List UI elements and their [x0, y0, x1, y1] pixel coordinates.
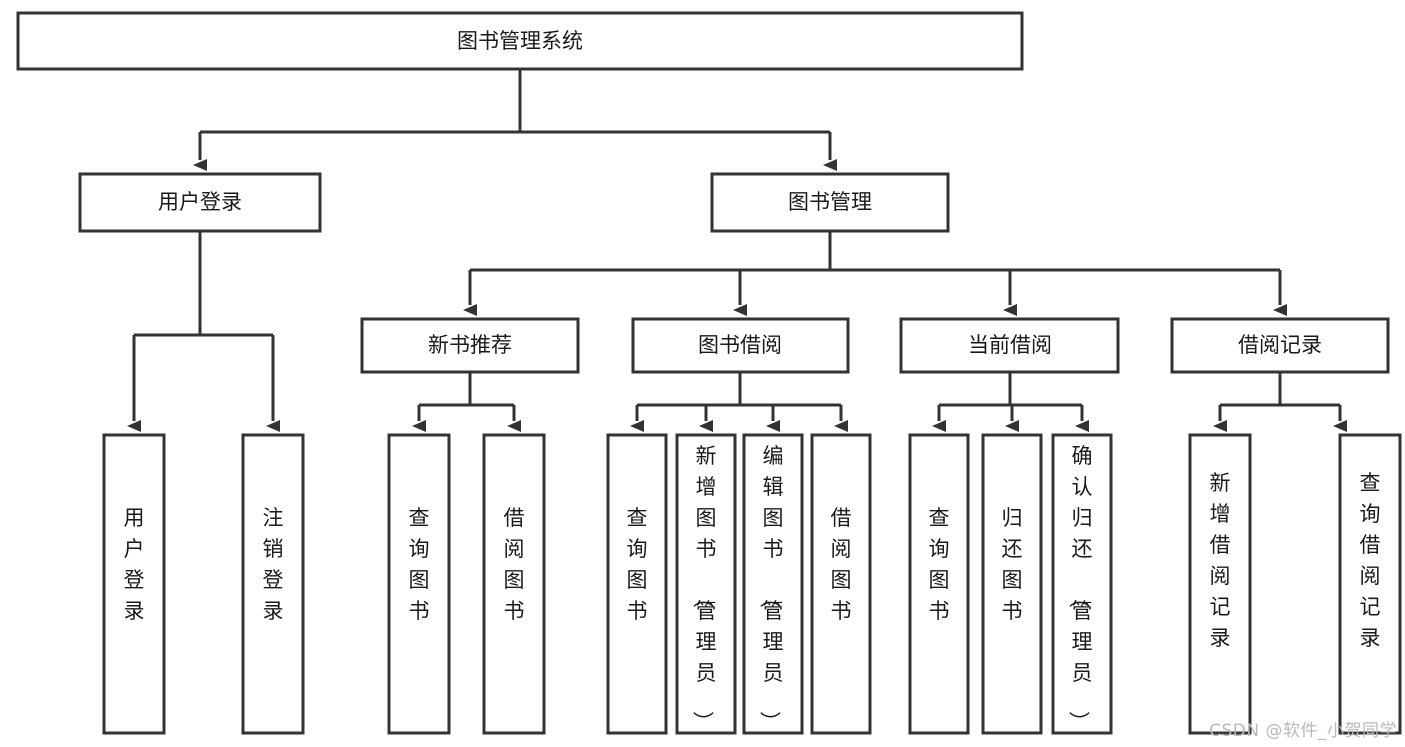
node-leaf-borrow-book-1-box[interactable]	[482, 433, 546, 735]
node-book-manage[interactable]: 图书管理	[710, 172, 950, 233]
node-book-manage-box[interactable]	[710, 172, 950, 233]
node-leaf-query-record-label: 查询借阅记录	[1360, 471, 1381, 650]
node-borrow-record-box[interactable]	[1170, 317, 1390, 374]
node-leaf-query-book-1[interactable]: 查询图书	[387, 433, 451, 735]
node-leaf-query-record-box[interactable]	[1338, 433, 1402, 735]
node-book-manage-label: 图书管理	[788, 190, 872, 214]
node-root-label: 图书管理系统	[457, 29, 583, 53]
node-root-box[interactable]	[16, 11, 1024, 71]
node-leaf-query-book-2-label: 查询图书	[627, 506, 648, 623]
node-leaf-user-login-box[interactable]	[102, 433, 166, 735]
node-leaf-user-login[interactable]: 用户登录	[102, 433, 166, 735]
node-user-login[interactable]: 用户登录	[78, 172, 322, 233]
node-leaf-return-book-box[interactable]	[981, 433, 1043, 735]
node-book-borrow-label: 图书借阅	[698, 333, 782, 357]
node-leaf-add-book-label: 新增图书（管理员）	[691, 444, 717, 732]
node-new-book-recommend[interactable]: 新书推荐	[360, 317, 580, 374]
watermark-csdn: CSDN @软件_小贺同学	[1209, 721, 1397, 741]
node-borrow-record[interactable]: 借阅记录	[1170, 317, 1390, 374]
node-leaf-user-login-label: 用户登录	[124, 506, 145, 623]
node-current-borrow-box[interactable]	[899, 317, 1120, 374]
node-leaf-user-logout-box[interactable]	[241, 433, 305, 735]
node-leaf-query-book-3-box[interactable]	[908, 433, 970, 735]
node-book-borrow-box[interactable]	[631, 317, 850, 374]
node-leaf-borrow-book-2-box[interactable]	[810, 433, 872, 735]
node-leaf-edit-book[interactable]: 编辑图书（管理员）	[742, 433, 804, 735]
node-leaf-user-logout-label: 注销登录	[263, 506, 284, 623]
node-borrow-record-label: 借阅记录	[1238, 333, 1322, 357]
connector-current-borrow-bus	[939, 372, 1082, 407]
node-leaf-confirm-return-box[interactable]	[1051, 433, 1113, 735]
node-leaf-query-book-3[interactable]: 查询图书	[908, 433, 970, 735]
node-leaf-add-book-box[interactable]	[675, 433, 737, 735]
node-leaf-add-record[interactable]: 新增借阅记录	[1188, 433, 1252, 735]
connector-book-borrow-bus	[637, 372, 841, 407]
node-leaf-query-book-3-label: 查询图书	[929, 506, 950, 623]
node-leaf-borrow-book-2-label: 借阅图书	[831, 506, 852, 623]
node-leaf-query-book-1-label: 查询图书	[409, 506, 430, 623]
node-root[interactable]: 图书管理系统	[16, 11, 1024, 71]
node-leaf-borrow-book-1-label: 借阅图书	[504, 506, 525, 623]
node-leaf-confirm-return[interactable]: 确认归还（管理员）	[1051, 433, 1113, 735]
node-leaf-edit-book-label: 编辑图书（管理员）	[758, 444, 784, 732]
node-leaf-query-book-1-box[interactable]	[387, 433, 451, 735]
node-leaf-add-book[interactable]: 新增图书（管理员）	[675, 433, 737, 735]
connector-layer	[127, 69, 1347, 432]
node-new-book-recommend-label: 新书推荐	[428, 333, 512, 357]
node-leaf-user-logout[interactable]: 注销登录	[241, 433, 305, 735]
connector-borrow-record-bus	[1220, 372, 1340, 407]
node-user-login-label: 用户登录	[158, 190, 242, 214]
node-leaf-edit-book-box[interactable]	[742, 433, 804, 735]
node-leaf-query-book-2-box[interactable]	[606, 433, 668, 735]
connector-new-book-recommend-bus	[419, 372, 514, 407]
node-book-borrow[interactable]: 图书借阅	[631, 317, 850, 374]
node-leaf-add-record-label: 新增借阅记录	[1210, 471, 1231, 650]
node-leaf-confirm-return-label: 确认归还（管理员）	[1067, 444, 1093, 732]
node-current-borrow-label: 当前借阅	[968, 333, 1052, 357]
node-current-borrow[interactable]: 当前借阅	[899, 317, 1120, 374]
node-leaf-borrow-book-2[interactable]: 借阅图书	[810, 433, 872, 735]
node-new-book-recommend-box[interactable]	[360, 317, 580, 374]
connector-user-login-bus	[134, 231, 273, 337]
node-user-login-box[interactable]	[78, 172, 322, 233]
connector-book-manage-bus	[470, 231, 1280, 272]
node-leaf-return-book[interactable]: 归还图书	[981, 433, 1043, 735]
node-leaf-add-record-box[interactable]	[1188, 433, 1252, 735]
connector-root-bus	[200, 69, 830, 134]
node-leaf-query-book-2[interactable]: 查询图书	[606, 433, 668, 735]
node-leaf-borrow-book-1[interactable]: 借阅图书	[482, 433, 546, 735]
node-leaf-return-book-label: 归还图书	[1002, 506, 1023, 623]
node-leaf-query-record[interactable]: 查询借阅记录	[1338, 433, 1402, 735]
